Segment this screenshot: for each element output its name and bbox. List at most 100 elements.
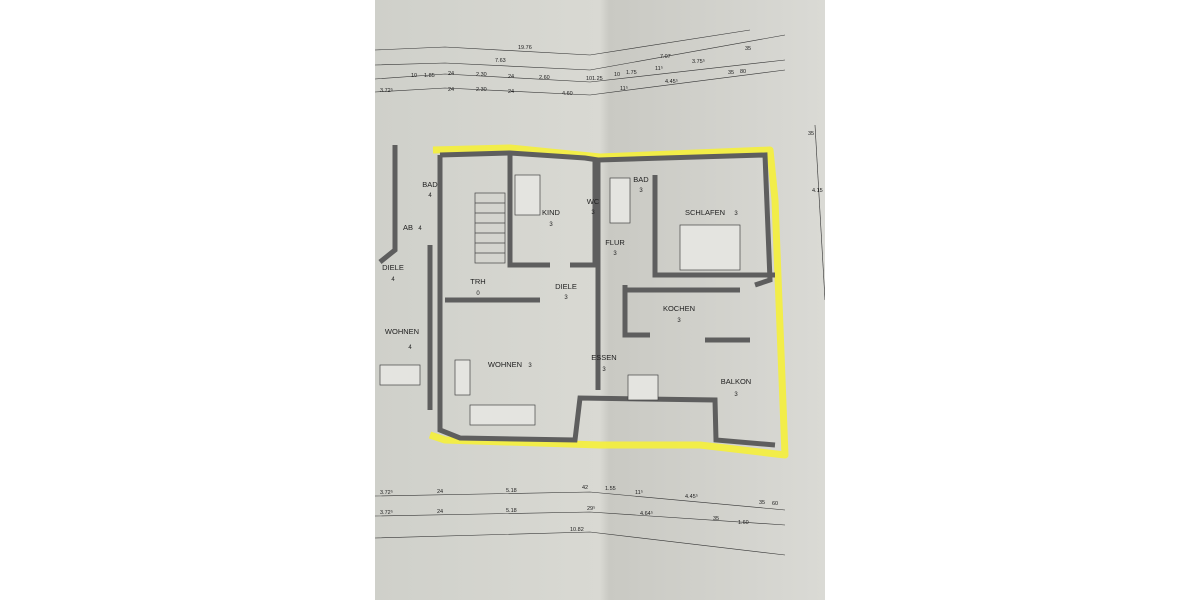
dim-label: 1.60 [738, 520, 749, 526]
room-name: WOHNEN [385, 327, 419, 336]
dim-label: 80 [740, 69, 746, 75]
dim-label: 4.64⁵ [640, 510, 653, 517]
dim-label: 10 [586, 76, 592, 82]
dim-label: 3.72⁵ [380, 87, 393, 94]
room-schlafen-3: SCHLAFEN 3 [685, 208, 738, 217]
dim-label: 3.72⁵ [380, 489, 393, 496]
room-unit: 3 [639, 188, 643, 194]
bottom-dimension-labels: 3.72⁵ 24 5.18 42 1.55 11⁵ 4.45⁵ 35 60 3.… [380, 485, 778, 533]
dim-label: 2.60 [539, 75, 550, 81]
room-kind-3: KIND 3 [542, 208, 561, 228]
room-name: BALKON [721, 377, 751, 386]
room-wohnen-3: WOHNEN 3 [488, 360, 532, 369]
dim-label: 42 [582, 485, 588, 491]
room-unit: 3 [734, 392, 738, 398]
right-dimension-chain: 35 4.15 [808, 124, 825, 301]
top-dimension-labels: 19.76 7.63 7.07 35 10 1.85 24 2.30 24 2.… [380, 45, 751, 97]
room-unit: 3 [613, 251, 617, 257]
dim-label: 1.85 [424, 73, 435, 79]
room-unit: 3 [564, 295, 568, 301]
dim-label: 1.25 [592, 76, 603, 82]
dim-label: 2.30 [476, 72, 487, 78]
room-unit: 4 [408, 345, 412, 351]
room-name: SCHLAFEN [685, 208, 725, 217]
room-name: DIELE [555, 282, 577, 291]
dim-label: 24 [508, 74, 514, 80]
room-name: WOHNEN [488, 360, 522, 369]
room-diele-3: DIELE 3 [555, 282, 577, 301]
room-bad-4: BAD 4 [422, 180, 438, 199]
dim-label: 3.72⁵ [380, 509, 393, 516]
room-labels: BAD 4 AB 4 DIELE 4 WOHNEN 4 TRH 0 KIND 3 WC 3 D… [382, 175, 751, 398]
room-unit: 4 [428, 193, 432, 199]
room-unit: 4 [418, 226, 422, 232]
dim-label: 24 [508, 89, 514, 95]
dim-label: 24 [448, 71, 454, 77]
room-unit: 3 [602, 367, 606, 373]
room-name: FLUR [605, 238, 625, 247]
dim-label: 10 [614, 72, 620, 78]
floor-plan-photo: 19.76 7.63 7.07 35 10 1.85 24 2.30 24 2.… [375, 0, 825, 600]
room-flur-3: FLUR 3 [605, 238, 625, 257]
dim-label: 35 [728, 70, 734, 76]
room-trh-0: TRH 0 [470, 277, 485, 297]
room-ab-4: AB 4 [403, 223, 422, 232]
highlighted-apartment-outline [428, 144, 789, 459]
dim-label: 29⁵ [587, 505, 595, 512]
dim-label: 35 [808, 131, 814, 137]
room-name: KOCHEN [663, 304, 695, 313]
room-name: BAD [633, 175, 649, 184]
room-kochen-3: KOCHEN 3 [663, 304, 695, 324]
room-wohnen-4: WOHNEN 4 [385, 327, 419, 351]
room-name: BAD [422, 180, 438, 189]
dim-overall: 19.76 [518, 45, 532, 51]
dim-label: 7.63 [495, 58, 506, 64]
room-unit: 3 [677, 318, 681, 324]
dim-label: 35 [713, 516, 719, 522]
dim-label: 35 [745, 46, 751, 52]
bottom-dimension-chain [375, 491, 786, 556]
stairs [474, 192, 506, 264]
room-name: ESSEN [591, 353, 616, 362]
dim-label: 4.45⁵ [665, 78, 678, 85]
dim-label: 10 [411, 73, 417, 79]
dim-label: 1.55 [605, 486, 616, 492]
dim-label: 5.18 [506, 508, 517, 514]
dim-label: 24 [437, 489, 443, 495]
dim-label: 7.07 [660, 54, 671, 60]
room-name: AB [403, 223, 413, 232]
room-unit: 3 [549, 222, 553, 228]
room-unit: 4 [391, 277, 395, 283]
room-name: KIND [542, 208, 561, 217]
dim-label: 11⁵ [655, 65, 663, 72]
room-diele-4: DIELE 4 [382, 263, 404, 283]
dim-label: 3.75⁵ [692, 58, 705, 65]
dim-label: 35 [759, 500, 765, 506]
room-unit: 0 [476, 291, 480, 297]
furniture [379, 174, 741, 426]
dim-label: 11⁵ [635, 489, 643, 496]
room-bad-3: BAD 3 [633, 175, 649, 194]
room-essen-3: ESSEN 3 [591, 353, 616, 373]
dim-label: 1.75 [626, 70, 637, 76]
dim-label: 2.30 [476, 87, 487, 93]
room-name: TRH [470, 277, 485, 286]
room-name: DIELE [382, 263, 404, 272]
room-unit: 3 [734, 211, 738, 217]
dim-label: 4.45⁵ [685, 493, 698, 500]
room-balkon-3: BALKON 3 [721, 377, 751, 398]
dim-overall: 10.82 [570, 527, 584, 533]
dim-label: 5.18 [506, 488, 517, 494]
walls [378, 145, 776, 448]
room-name: WC [587, 197, 600, 206]
dim-label: 24 [437, 509, 443, 515]
room-unit: 3 [591, 210, 595, 216]
dim-label: 11⁵ [620, 85, 628, 92]
dim-label: 60 [772, 501, 778, 507]
dim-label: 4.60 [562, 91, 573, 97]
room-unit: 3 [528, 363, 532, 369]
dim-label: 4.15 [812, 188, 823, 194]
top-dimension-chain [375, 29, 786, 96]
room-wc-3: WC 3 [587, 197, 600, 216]
